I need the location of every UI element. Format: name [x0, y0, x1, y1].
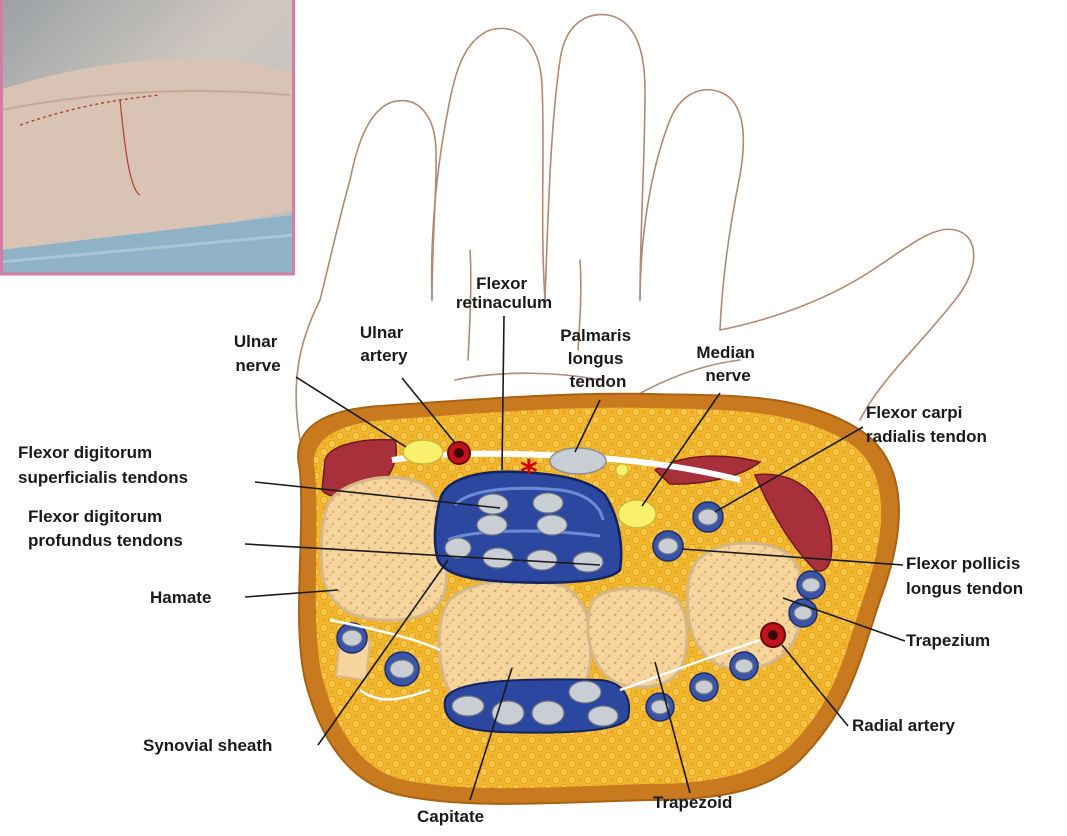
label-fds-tendons: Flexor digitorum superficialis tendons [18, 443, 188, 487]
label-median-nerve: Median nerve [696, 343, 759, 385]
ulnar-nerve [403, 440, 443, 464]
label-trapezium: Trapezium [906, 631, 990, 650]
label-ulnar-nerve: Ulnar nerve [234, 332, 282, 375]
label-flexor-pollicis-longus: Flexor pollicis longus tendon [906, 554, 1025, 598]
hamate-bone [321, 477, 447, 620]
label-trapezoid: Trapezoid [653, 793, 732, 812]
wrist-cross-section [298, 394, 899, 804]
label-hamate: Hamate [150, 588, 211, 607]
fds-tendon [478, 494, 508, 514]
label-flexor-carpi-radialis: Flexor carpi radialis tendon [866, 403, 987, 446]
median-nerve [618, 500, 656, 528]
fdp-tendon [445, 538, 471, 558]
fds-tendon [533, 493, 563, 513]
label-capitate: Capitate [417, 807, 484, 826]
label-fdp-tendons: Flexor digitorum profundus tendons [28, 507, 183, 550]
fdp-tendon [573, 552, 603, 572]
clinical-photo-wrist [0, 0, 294, 275]
asterisk-marker: * [520, 453, 538, 493]
label-ulnar-artery: Ulnar artery [360, 323, 408, 365]
label-synovial-sheath: Synovial sheath [143, 736, 272, 755]
palmaris-longus-tendon [550, 448, 606, 474]
fds-tendon [477, 515, 507, 535]
fds-tendon [537, 515, 567, 535]
label-radial-artery: Radial artery [852, 716, 956, 735]
hand-outline [296, 15, 974, 440]
fdp-tendon [527, 550, 557, 570]
label-palmaris-longus: Palmaris longus tendon [560, 326, 636, 391]
